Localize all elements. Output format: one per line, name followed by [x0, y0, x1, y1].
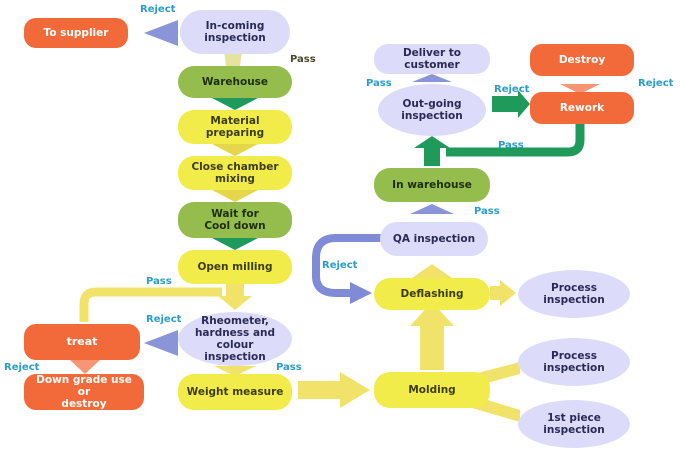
arrow-material-to-mixing	[212, 144, 258, 156]
material-preparing-box: Material preparing	[178, 110, 292, 144]
in-warehouse-box: In warehouse	[374, 168, 490, 202]
arrow-molding-to-deflashing	[410, 302, 454, 370]
arrow-qa-to-warehouse	[410, 204, 454, 214]
arrow-reject-qa-to-deflashing	[312, 234, 384, 297]
arrow-deflashing-to-qa	[412, 264, 452, 278]
arrow-weight-to-molding	[298, 372, 370, 408]
label-pass-milling: Pass	[146, 276, 172, 287]
deliver-to-customer-node: Deliver to customer	[374, 44, 490, 74]
arrow-pass-rework-to-outgoing	[446, 124, 585, 157]
weight-measure-box: Weight measure	[178, 374, 292, 410]
qa-inspection-node: QA inspection	[380, 222, 488, 256]
arrow-warehouse-to-material	[212, 98, 258, 110]
label-reject-outgoing: Reject	[494, 84, 530, 95]
warehouse-box: Warehouse	[178, 66, 292, 98]
process-inspection-2-node: Process inspection	[518, 338, 630, 386]
label-reject-treat: Reject	[4, 362, 40, 373]
molding-box: Molding	[374, 372, 490, 408]
arrow-reject-outgoing-to-rework	[492, 90, 530, 118]
label-pass-weight: Pass	[276, 362, 302, 373]
process-inspection-1-node: Process inspection	[518, 270, 630, 318]
label-reject-rheometer: Reject	[146, 314, 182, 325]
arrow-incoming-to-warehouse	[224, 52, 242, 66]
label-reject-qa: Reject	[322, 260, 358, 271]
arrow-mixing-to-wait	[212, 190, 258, 202]
label-pass-incoming: Pass	[290, 54, 316, 65]
treat-box: treat	[24, 324, 140, 360]
arrow-reject-to-treat	[144, 330, 178, 356]
label-reject-rework: Reject	[638, 78, 674, 89]
arrow-deflashing-to-process-1	[490, 280, 516, 306]
first-piece-inspection-node: 1st piece inspection	[518, 400, 630, 448]
arrow-rework-to-destroy	[560, 84, 600, 94]
arrow-reject-to-supplier	[144, 20, 178, 46]
wait-cool-down-box: Wait for Cool down	[178, 202, 292, 238]
arrow-pass-milling-to-treat	[79, 287, 222, 322]
rework-box: Rework	[530, 92, 634, 124]
downgrade-box: Down grade use or destroy	[24, 374, 144, 410]
arrow-reject-qa-head	[350, 282, 372, 304]
label-pass-outgoing: Pass	[366, 78, 392, 89]
incoming-inspection-node: In-coming inspection	[180, 10, 290, 54]
arrow-milling-to-rheometer	[218, 284, 252, 310]
to-supplier-box: To supplier	[24, 18, 128, 48]
label-pass-qa: Pass	[474, 206, 500, 217]
arrow-treat-to-downgrade	[70, 360, 100, 374]
label-reject-incoming: Reject	[140, 4, 176, 15]
arrow-warehouse-to-outgoing	[414, 136, 450, 166]
open-milling-box: Open milling	[178, 250, 292, 284]
close-chamber-mixing-box: Close chamber mixing	[178, 156, 292, 190]
destroy-box: Destroy	[530, 44, 634, 76]
arrow-rheometer-to-weight	[214, 366, 256, 376]
deflashing-box: Deflashing	[374, 278, 490, 310]
arrow-outgoing-to-deliver	[412, 74, 452, 82]
label-pass-rework: Pass	[498, 140, 524, 151]
outgoing-inspection-node: Out-going inspection	[378, 84, 486, 136]
arrow-wait-to-milling	[212, 238, 258, 250]
rheometer-inspection-node: Rheometer, hardness and colour inspectio…	[178, 312, 292, 366]
